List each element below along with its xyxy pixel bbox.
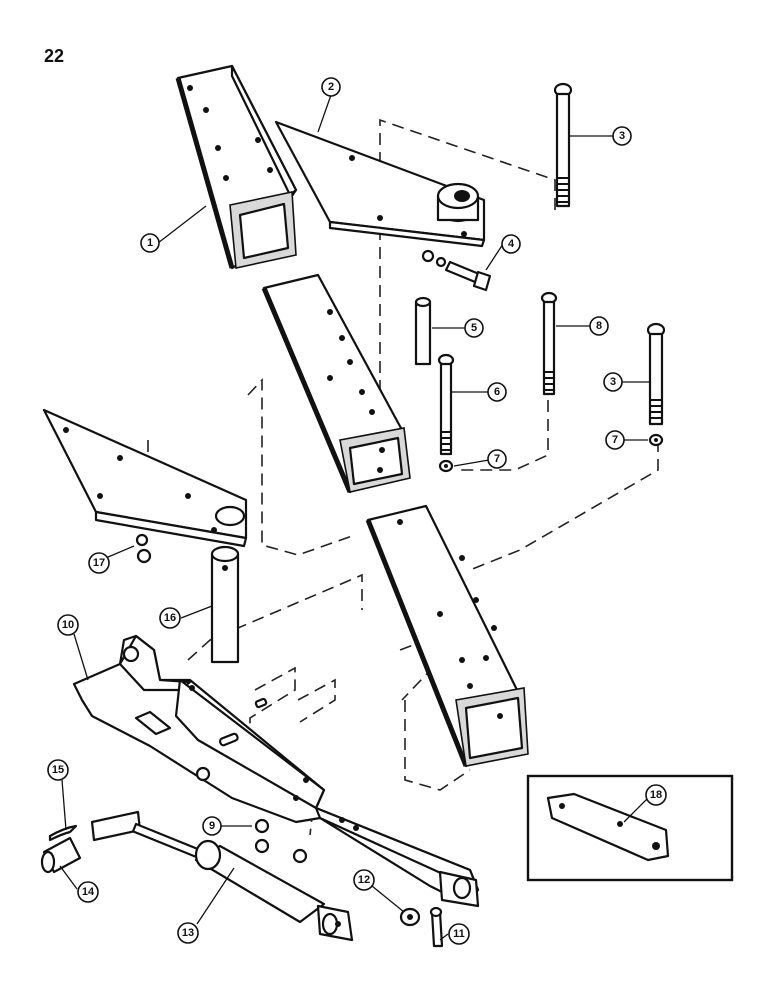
svg-text:8: 8 [596,320,602,332]
part-12-washer [399,907,421,927]
callout-8: 8 [589,316,609,336]
svg-text:6: 6 [494,386,500,398]
middle-tube [261,273,411,494]
lower-right-tube [365,504,529,768]
callout-1: 1 [140,233,160,253]
part-3-bolt-right [646,322,666,426]
callout-9: 9 [202,816,222,836]
part-14-15-pin-clip [40,824,82,874]
part-18-inset [526,774,734,882]
svg-text:16: 16 [164,612,176,624]
callout-15: 15 [47,759,69,781]
svg-text:4: 4 [508,238,515,250]
part-16-pivot-pin [210,545,240,664]
svg-text:15: 15 [52,764,64,776]
callout-12: 12 [353,869,375,891]
callout-7b: 7 [605,430,625,450]
part-9-nuts [195,766,308,864]
part-1-upper-tube [175,64,298,270]
callout-4: 4 [501,234,521,254]
svg-text:2: 2 [328,81,334,93]
callout-5: 5 [464,318,484,338]
part-5-pin [414,296,432,366]
part-7-washers [438,433,664,473]
part-8-bolt [540,291,558,396]
part-3-bolt-upper [553,82,573,208]
part-6-bolt [437,353,455,456]
callout-3a: 3 [612,126,632,146]
callout-6: 6 [487,382,507,402]
svg-text:13: 13 [182,927,194,939]
svg-text:11: 11 [453,928,465,940]
part-13-cylinder [90,810,354,942]
callout-2: 2 [321,77,341,97]
part-4-bolt-nut [421,249,492,292]
svg-text:1: 1 [147,237,153,249]
page-number: 22 [44,46,64,66]
callout-10: 10 [57,614,79,636]
callout-18: 18 [645,784,667,806]
callout-17: 17 [88,552,110,574]
part-10-frame-arm [72,634,480,908]
svg-text:7: 7 [612,434,618,446]
svg-text:10: 10 [62,619,74,631]
svg-text:14: 14 [82,886,95,898]
part-2-upper-plate [274,120,486,248]
part-17-left-plate [42,408,248,564]
callout-7a: 7 [487,449,507,469]
svg-text:3: 3 [619,130,625,142]
svg-text:5: 5 [471,322,477,334]
callout-14: 14 [77,881,99,903]
svg-text:12: 12 [358,874,370,886]
svg-text:3: 3 [610,376,616,388]
part-11-cotter-pin [429,906,444,948]
callout-16: 16 [159,607,181,629]
callout-3b: 3 [603,372,623,392]
callout-13: 13 [177,922,199,944]
callout-11: 11 [448,923,470,945]
svg-text:18: 18 [650,789,662,801]
svg-text:7: 7 [494,453,500,465]
svg-text:9: 9 [209,820,215,832]
svg-text:17: 17 [93,557,105,569]
